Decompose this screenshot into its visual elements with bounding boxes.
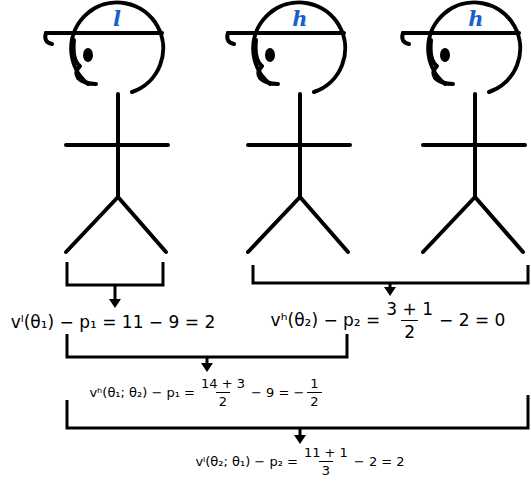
equation-text: 2 [307, 392, 321, 409]
equation-text: 14 + 3 [198, 376, 248, 392]
stick-figure [227, 2, 350, 252]
equation-text: − 9 = − [251, 385, 304, 400]
equation-text: vˡ(θ₁) − p₁ = 11 − 9 = 2 [11, 312, 215, 332]
equation-text: 3 + 1 [383, 299, 436, 320]
equation-text: vˡ(θ₂; θ₁) − p₂ = [195, 454, 297, 469]
cap-letter: h [292, 7, 307, 31]
equation: vˡ(θ₁) − p₁ = 11 − 9 = 2 [11, 312, 215, 332]
equation: vˡ(θ₂; θ₁) − p₂ =11 + 13− 2 = 2 [195, 445, 404, 478]
brackets [67, 262, 528, 436]
cap-letter: h [468, 7, 483, 31]
equation: vʰ(θ₁; θ₂) − p₁ =14 + 32− 9 = −12 [89, 376, 324, 409]
fraction: 11 + 13 [301, 445, 351, 478]
equation-text: − 2 = 0 [439, 310, 505, 330]
fraction: 3 + 12 [383, 299, 436, 342]
equation-text: vʰ(θ₁; θ₂) − p₁ = [89, 385, 195, 400]
cap-letter: l [113, 7, 121, 31]
equation-text: − 2 = 2 [354, 454, 405, 469]
arrowheads [109, 287, 396, 444]
equation-text: 2 [216, 392, 230, 409]
equation-text: 1 [307, 376, 321, 392]
equation-text: 11 + 1 [301, 445, 351, 461]
stick-figure [45, 2, 168, 252]
fraction: 12 [307, 376, 321, 409]
equation-text: vʰ(θ₂) − p₂ = [271, 310, 381, 330]
equation-text: 3 [319, 461, 333, 478]
stick-figure [402, 2, 525, 252]
equation: vʰ(θ₂) − p₂ =3 + 12− 2 = 0 [271, 299, 506, 342]
equation-text: 2 [401, 320, 418, 342]
fraction: 14 + 32 [198, 376, 248, 409]
